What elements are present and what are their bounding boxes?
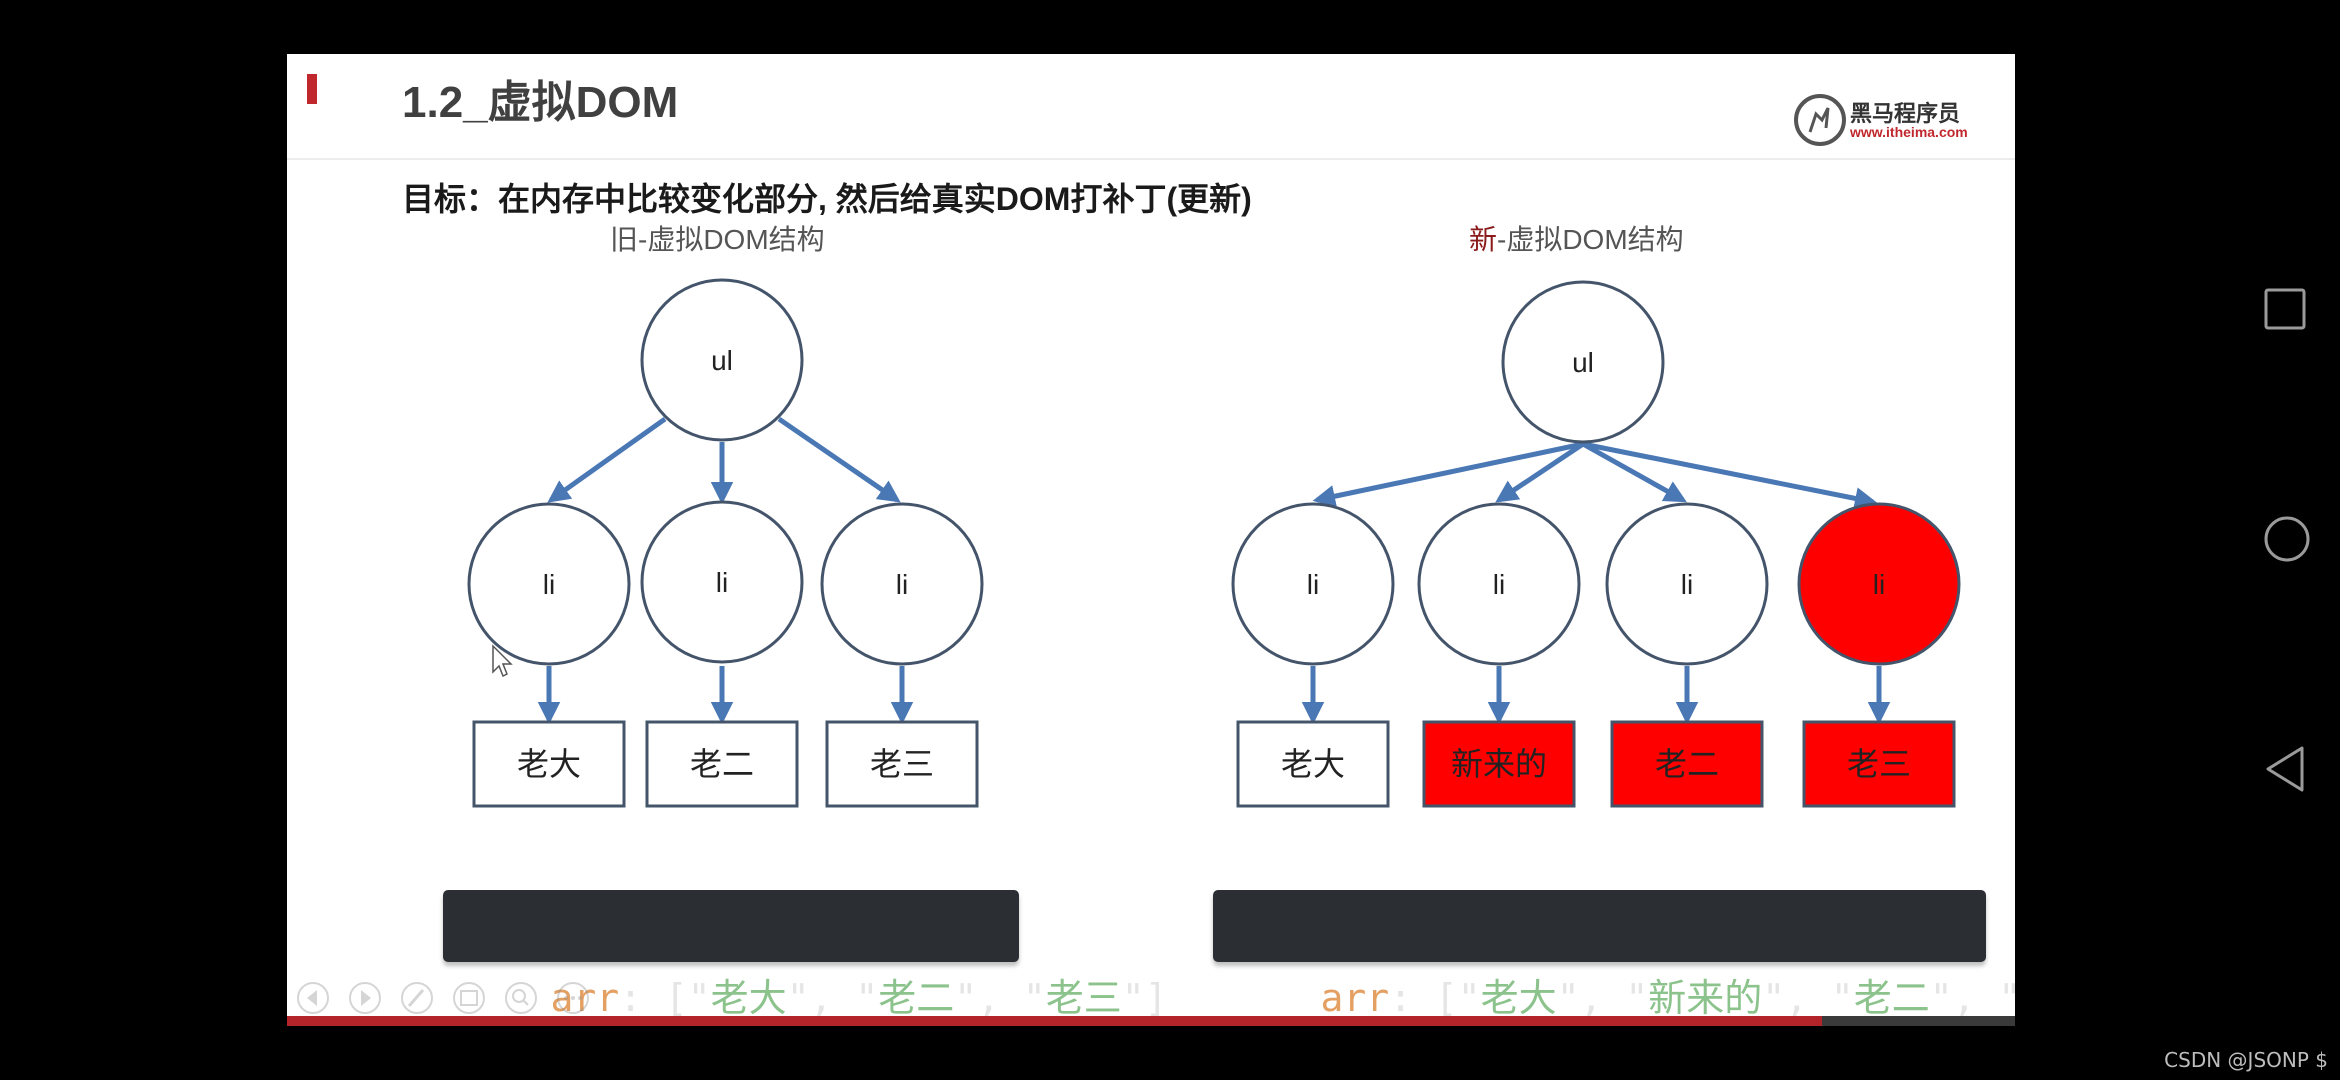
new-tree-label-mark: 新 [1469,224,1498,255]
code-key: arr [550,976,620,1020]
text-node [825,720,979,808]
li-node [1605,502,1769,666]
li-node-label: li [543,569,555,600]
li-node [820,502,984,666]
text-node-label: 老三 [870,746,934,782]
code-key: arr [1320,976,1390,1020]
home-icon[interactable] [2262,514,2312,564]
system-nav-bar [2222,220,2340,860]
li-node-label: li [716,567,728,598]
header-divider [287,158,2015,160]
text-node [645,720,799,808]
dom-tree-diagram: ul li li li 老大 老二 老三 ul [467,278,1961,808]
code-value: 老二 [1853,976,1930,1020]
mouse-cursor-icon [492,644,513,678]
ul-node-label: ul [711,345,733,376]
slide: 1.2_虚拟DOM 黑马程序员 www.itheima.com 目标：在内存中比… [287,54,2015,1026]
text-node-label: 老大 [517,746,581,782]
text-node-changed [1802,720,1956,808]
li-node-label: li [1873,569,1885,600]
text-node-label: 老三 [1847,746,1911,782]
code-value: 老大 [1480,976,1557,1020]
text-node [472,720,626,808]
pen-icon[interactable] [401,982,433,1014]
li-node-label: li [1493,569,1505,600]
progress-fill [287,1016,1822,1026]
edge [1582,441,1878,510]
recent-apps-icon[interactable] [2262,286,2308,332]
code-value: 老二 [878,976,955,1020]
edge [1581,441,1687,503]
code-value: 新来的 [1648,976,1763,1020]
title-accent-bar [307,74,317,104]
li-node [640,500,804,664]
zoom-icon[interactable] [505,982,537,1014]
new-tree: ul li li li li 老大 新来的 老二 老三 [1231,280,1961,808]
li-node-changed [1797,502,1961,666]
horse-logo-icon [1794,94,1846,146]
text-node-label: 老大 [1281,746,1345,782]
li-node-label: li [1681,569,1693,600]
page-title: 1.2_虚拟DOM [402,78,679,127]
li-node [467,502,631,666]
next-icon[interactable] [349,982,381,1014]
li-node [1417,502,1581,666]
ul-node [1501,280,1665,444]
slides-icon[interactable] [453,982,485,1014]
player-controls [295,980,615,1016]
text-node-label: 老二 [1655,746,1719,782]
logo-name: 黑马程序员 [1850,101,1961,126]
new-tree-label-rest: -虚拟DOM结构 [1497,224,1684,255]
prev-icon[interactable] [297,982,329,1014]
logo-url: www.itheima.com [1850,124,1968,140]
new-tree-label: 新-虚拟DOM结构 [1469,218,1684,258]
text-node-label: 老二 [690,746,754,782]
old-tree: ul li li li 老大 老二 老三 [467,278,984,808]
progress-bar [287,1016,2015,1026]
edge [547,416,667,503]
li-node-label: li [1307,569,1319,600]
back-icon[interactable] [2262,744,2308,794]
edge [1495,441,1585,503]
text-node-changed [1422,720,1576,808]
old-array-code: arr: ["老大", "老二", "老三"] [443,890,1168,1020]
edge [1312,441,1584,508]
watermark: CSDN @JSONP $ [2164,1048,2328,1072]
code-value: 老大 [710,976,787,1020]
text-node-label: 新来的 [1451,746,1547,782]
code-value: 老三 [1045,976,1122,1020]
li-node [1231,502,1395,666]
ul-node-label: ul [1572,347,1594,378]
text-node [1236,720,1390,808]
ul-node [640,278,804,442]
old-tree-label: 旧-虚拟DOM结构 [610,224,825,255]
edge [777,416,901,503]
more-icon[interactable] [557,982,589,1014]
li-node-label: li [896,569,908,600]
logo: 黑马程序员 www.itheima.com [1792,92,1972,148]
subtitle: 目标：在内存中比较变化部分, 然后给真实DOM打补丁(更新) [402,181,1252,217]
text-node-changed [1610,720,1764,808]
new-array-code: arr: ["老大", "新来的", "老二", "老三"] [1213,890,2015,1020]
